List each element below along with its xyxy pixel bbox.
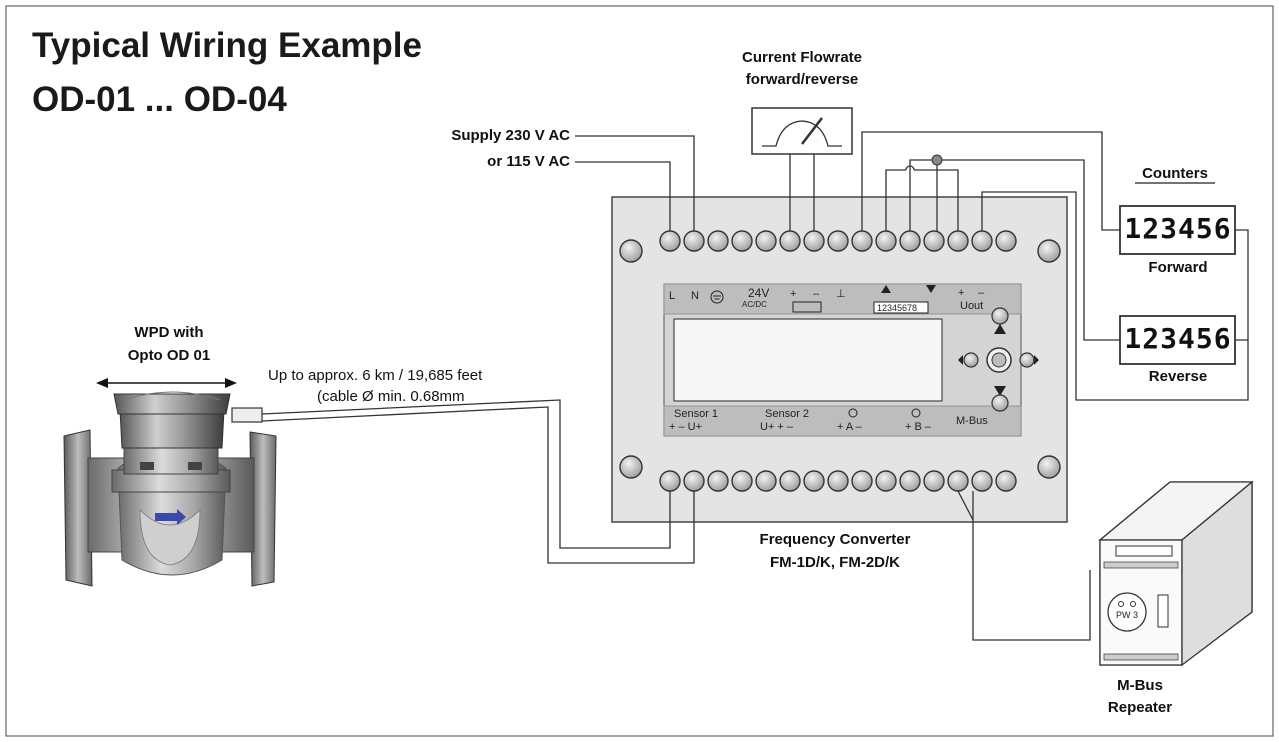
reverse-counter-box	[1119, 315, 1236, 365]
terminal-gnd: ⊥	[836, 288, 846, 300]
terminal-24v: 24V	[748, 286, 770, 300]
mount-hole	[1037, 455, 1061, 479]
meter-label-2: Opto OD 01	[127, 347, 211, 364]
sensor1-terms: + – U+	[669, 421, 703, 433]
left-button	[963, 352, 979, 368]
forward-counter-value: 123456	[1124, 212, 1232, 245]
flowrate-label-1: Current Flowrate	[741, 49, 862, 66]
title-line-1: Typical Wiring Example	[32, 26, 422, 65]
bottom-terminals	[659, 470, 1017, 492]
repeater-badge: PW 3	[1116, 610, 1139, 620]
terminal-plus: +	[790, 288, 797, 300]
title-line-2: OD-01 ... OD-04	[32, 80, 287, 119]
right-button	[1019, 352, 1035, 368]
repeater-label-1: M-Bus	[1117, 677, 1163, 694]
left-arrow-icon	[958, 355, 963, 365]
converter-label-1: Frequency Converter	[759, 531, 911, 548]
cable-length-label: Up to approx. 6 km / 19,685 feet	[268, 367, 483, 384]
sensor2-label: Sensor 2	[765, 408, 810, 420]
right-arrow-icon	[1034, 355, 1039, 365]
forward-counter-box	[1119, 205, 1236, 255]
counters-heading: Counters	[1142, 165, 1208, 182]
sensor2-terms: U+ + –	[760, 421, 794, 433]
mount-hole	[619, 455, 643, 479]
mount-hole	[619, 239, 643, 263]
mbus-repeater-illustration	[1098, 480, 1254, 667]
water-meter-illustration	[63, 391, 277, 587]
button-top	[991, 307, 1009, 325]
forward-counter-label: Forward	[1148, 259, 1208, 276]
terminal-l: L	[669, 290, 676, 302]
lcd-display	[673, 318, 943, 402]
top-terminals	[659, 230, 1017, 252]
converter-label-2: FM-1D/K, FM-2D/K	[770, 554, 900, 571]
wires	[261, 131, 1249, 641]
meter-label-1: WPD with	[134, 324, 204, 341]
output-a-terms: + A –	[837, 421, 862, 433]
earth-icon	[710, 290, 724, 304]
terminal-uout-plus: +	[958, 287, 965, 299]
sensor1-label: Sensor 1	[674, 408, 719, 420]
down-arrow-icon	[994, 386, 1006, 396]
supply-label-2: or 115 V AC	[487, 153, 570, 170]
mbus-terminal-label: M-Bus	[956, 415, 988, 427]
terminal-uout-minus: –	[978, 287, 985, 299]
button-bottom	[991, 394, 1009, 412]
terminal-uout: Uout	[960, 300, 984, 312]
cable-spec-label: (cable Ø min. 0.68mm	[317, 388, 465, 405]
flowrate-gauge	[751, 107, 853, 155]
relay-digits: 12345678	[877, 303, 918, 313]
flowrate-label-2: forward/reverse	[745, 71, 859, 88]
analog-output-icon	[792, 301, 822, 313]
bottom-terminal-strip	[663, 405, 1022, 437]
output-b-terms: + B –	[905, 421, 931, 433]
reverse-counter-label: Reverse	[1148, 368, 1208, 385]
outer-frame	[5, 5, 1274, 737]
top-terminal-strip	[663, 283, 1022, 315]
terminal-n: N	[691, 290, 699, 302]
terminal-minus: –	[813, 288, 820, 300]
up-arrow-icon	[994, 324, 1006, 334]
terminal-acdc: AC/DC	[742, 300, 767, 309]
repeater-label-2: Repeater	[1107, 699, 1173, 716]
supply-label-1: Supply 230 V AC	[451, 127, 570, 144]
reverse-counter-value: 123456	[1124, 322, 1232, 355]
mount-hole	[1037, 239, 1061, 263]
